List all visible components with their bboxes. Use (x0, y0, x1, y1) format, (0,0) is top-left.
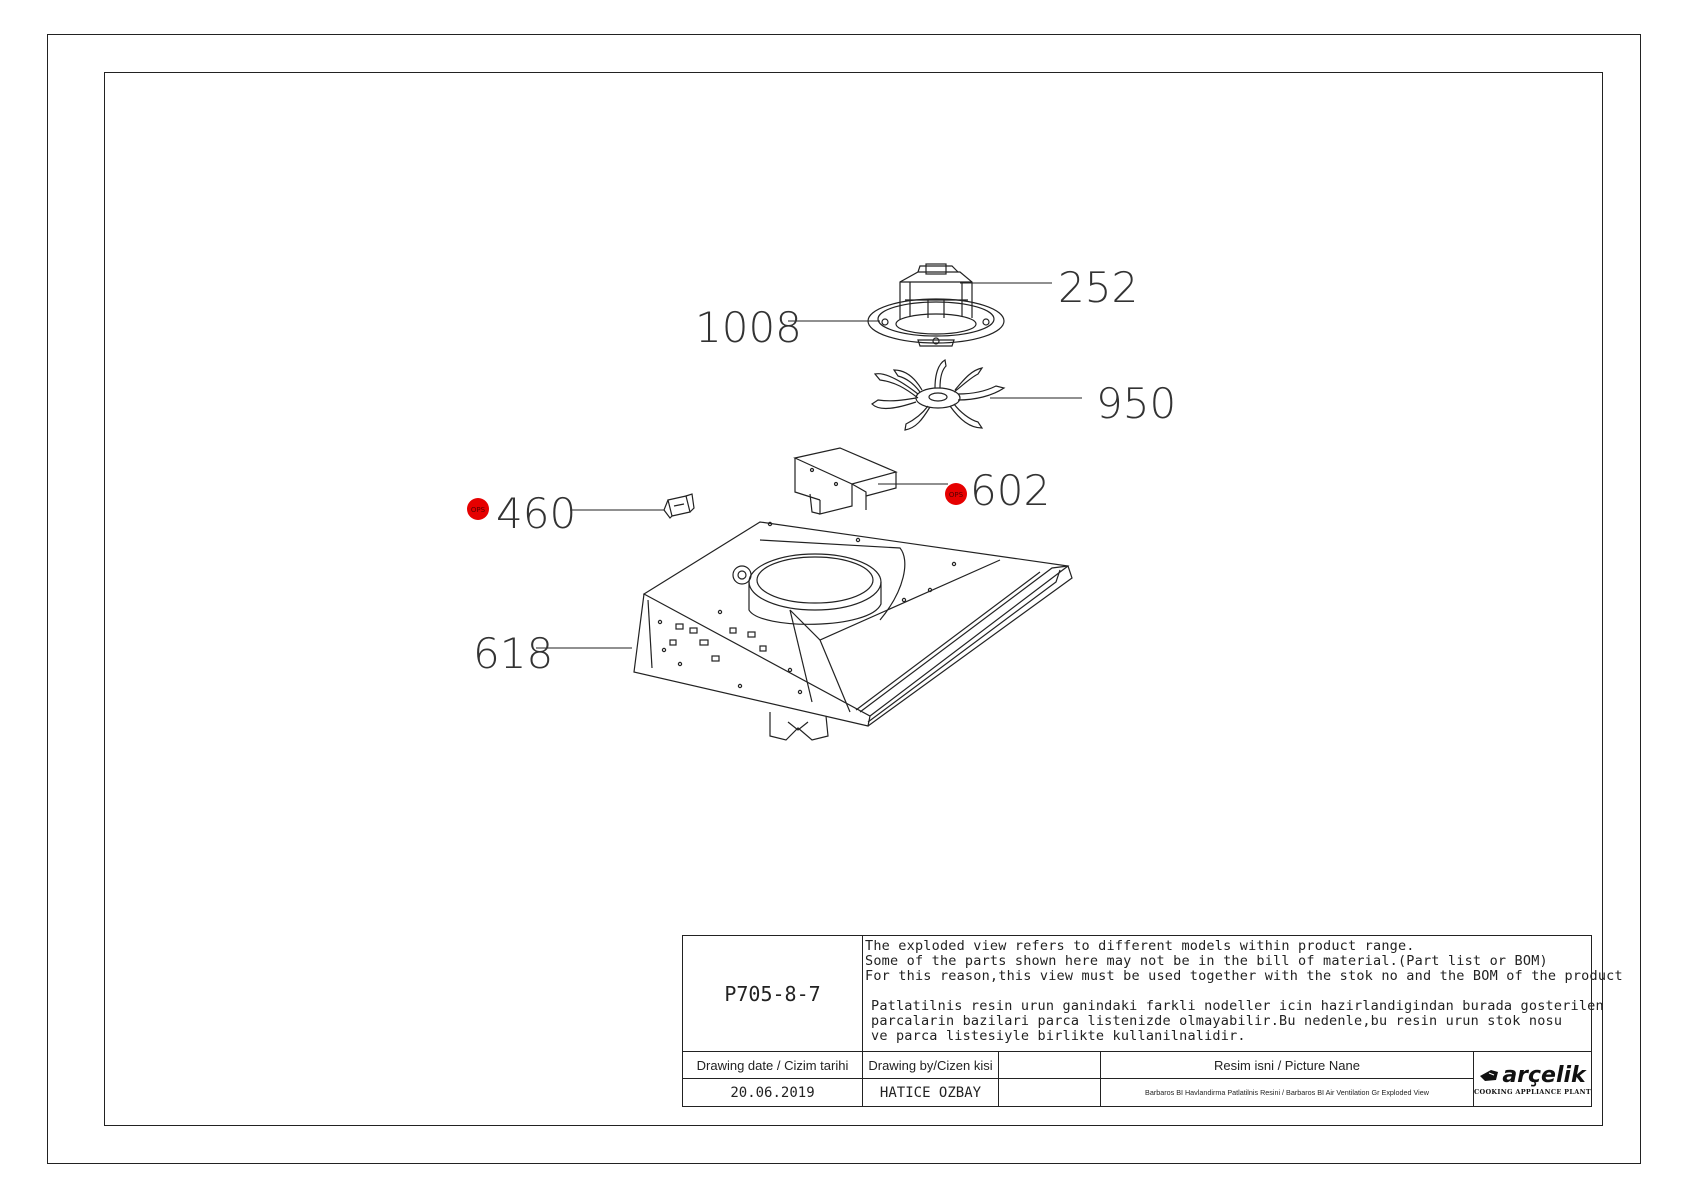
leader-lines (536, 282, 1082, 649)
ops-marker-460: OPS (467, 498, 489, 520)
callout-1008: 1008 (695, 303, 802, 352)
logo-wordmark: arçelik (1502, 1062, 1586, 1088)
logo-cell: arçelik COOKING APPLIANCE PLANT (1474, 1052, 1591, 1106)
drawing-code-cell: P705-8-7 (683, 936, 863, 1052)
note-en-1: The exploded view refers to different mo… (865, 938, 1415, 954)
drawing-border-inner (104, 72, 1603, 1126)
arcelik-logo-icon (1480, 1070, 1499, 1081)
blank-value (999, 1079, 1101, 1106)
ventilation-duct-part (633, 521, 1073, 741)
picture-header: Resim isni / Picture Nane (1101, 1052, 1474, 1079)
date-header: Drawing date / Cizim tarihi (683, 1052, 863, 1079)
drawing-code: P705-8-7 (724, 981, 821, 1006)
clip-part (663, 493, 695, 519)
fan-impeller-part (871, 359, 1006, 431)
by-header: Drawing by/Cizen kisi (863, 1052, 999, 1079)
picture-value: Barbaros BI Havlandirma Patlatilnis Resi… (1101, 1079, 1474, 1106)
motor-assembly-part (867, 263, 1005, 347)
logo-subtitle: COOKING APPLIANCE PLANT (1474, 1087, 1591, 1096)
svg-text:OPS: OPS (471, 506, 486, 514)
by-value: HATICE OZBAY (863, 1079, 999, 1106)
title-block: P705-8-7 The exploded view refers to dif… (682, 935, 1623, 1107)
date-value: 20.06.2019 (683, 1079, 863, 1106)
callout-602: 602 (970, 466, 1050, 515)
callout-252: 252 (1058, 263, 1138, 312)
note-tr-1: Patlatilnis resin urun ganindaki farkli … (871, 998, 1604, 1014)
svg-text:OPS: OPS (949, 491, 964, 499)
note-en-3: For this reason,this view must be used t… (865, 968, 1623, 984)
note-tr-2: parcalarin bazilari parca listenizde olm… (871, 1013, 1563, 1029)
callout-950: 950 (1096, 379, 1176, 428)
notes-cell: The exploded view refers to different mo… (863, 936, 1623, 1052)
callout-618: 618 (473, 629, 553, 678)
drawing-border-outer (47, 34, 1641, 1164)
ops-marker-602: OPS (945, 483, 967, 505)
note-tr-3: ve parca listesiyle birlikte kullanilnal… (871, 1028, 1246, 1044)
cover-bracket-part (793, 447, 898, 515)
note-en-2: Some of the parts shown here may not be … (865, 953, 1548, 969)
blank-header (999, 1052, 1101, 1079)
callout-460: 460 (496, 489, 576, 538)
